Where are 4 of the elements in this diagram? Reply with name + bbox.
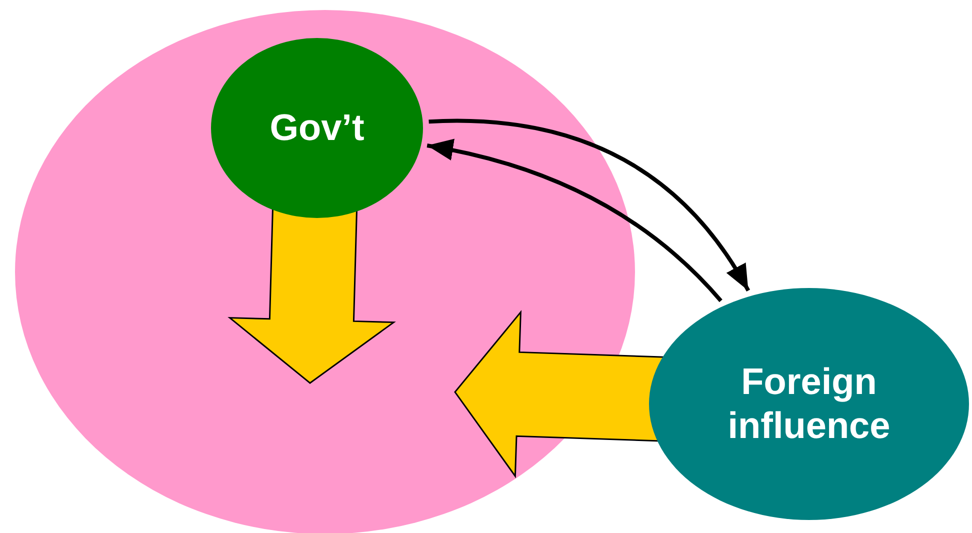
curved-arrow [428,118,750,292]
node-label: Foreign influence [726,360,892,448]
curved-arrow [426,139,722,302]
node-label: Gov’t [270,106,364,150]
